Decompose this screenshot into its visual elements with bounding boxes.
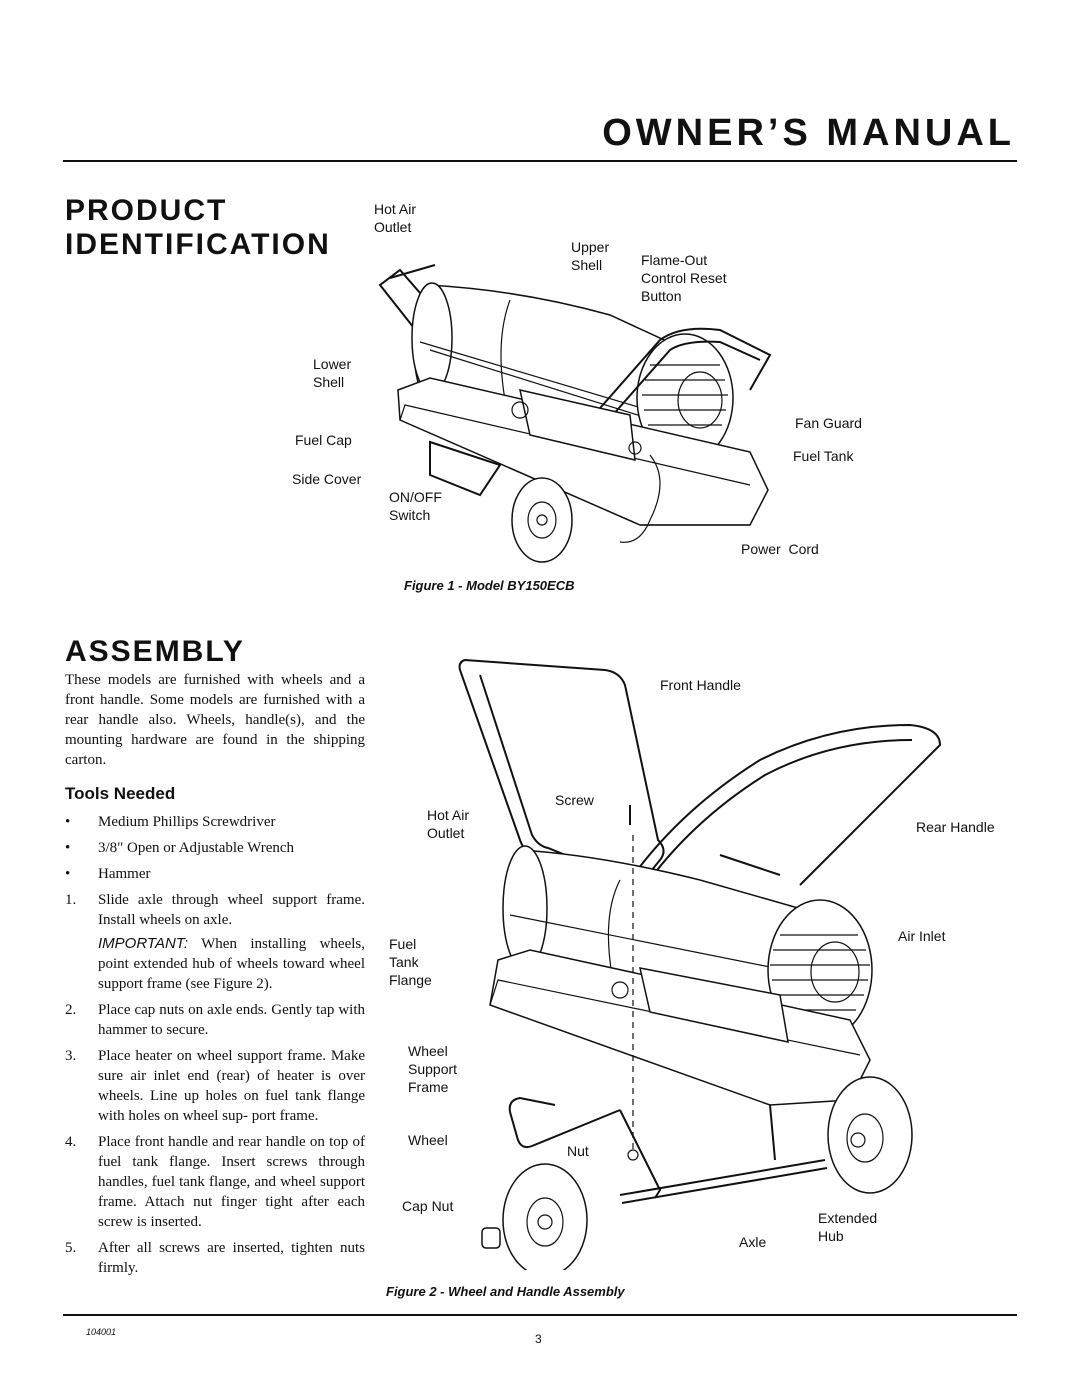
tools-needed-heading: Tools Needed [65, 784, 176, 803]
step-item: 3.Place heater on wheel support frame. M… [65, 1048, 365, 1124]
label-upper-shell: Upper Shell [571, 239, 610, 273]
footer-rule [63, 1314, 1017, 1316]
title-line-1: PRODUCT [65, 194, 228, 227]
step-item: 1. Slide axle through wheel support fram… [65, 892, 365, 992]
label-flame-out-button: Flame-Out Control Reset Button [641, 252, 727, 304]
step-item: 4.Place front handle and rear handle on … [65, 1134, 365, 1230]
assembly-illustration [458, 658, 942, 1270]
label-wheel-support-frame: Wheel Support Frame [408, 1043, 458, 1095]
tools-list: •Medium Phillips Screwdriver •3/8" Open … [65, 812, 365, 884]
figure-2-caption: Figure 2 - Wheel and Handle Assembly [386, 1284, 625, 1299]
label-rear-handle: Rear Handle [916, 819, 995, 835]
tool-item: •3/8" Open or Adjustable Wrench [65, 840, 295, 856]
label-axle: Axle [739, 1234, 767, 1250]
header-rule [63, 160, 1017, 162]
important-note: IMPORTANT: When installing wheels, point… [98, 935, 365, 992]
label-lower-shell: Lower Shell [313, 356, 352, 390]
label-fan-guard: Fan Guard [795, 415, 862, 431]
label-hot-air-outlet-2: Hot Air Outlet [427, 807, 470, 841]
label-on-off-switch: ON/OFF Switch [389, 489, 442, 523]
label-nut: Nut [567, 1143, 589, 1159]
label-fuel-cap: Fuel Cap [295, 432, 352, 448]
label-air-inlet: Air Inlet [898, 928, 946, 944]
tool-item: •Medium Phillips Screwdriver [65, 814, 276, 830]
label-screw: Screw [555, 792, 594, 808]
label-cap-nut: Cap Nut [402, 1198, 454, 1214]
tool-item: •Hammer [65, 866, 151, 882]
document-number: 104001 [86, 1327, 117, 1337]
label-side-cover: Side Cover [292, 471, 362, 487]
label-extended-hub: Extended Hub [818, 1210, 878, 1244]
assembly-title: ASSEMBLY [65, 635, 245, 668]
manual-title: OWNER’S MANUAL [602, 112, 1015, 154]
assembly-text-column: These models are furnished with wheels a… [65, 670, 365, 1284]
assembly-intro: These models are furnished with wheels a… [65, 672, 365, 768]
title-line-2: IDENTIFICATION [65, 228, 331, 261]
product-identification-title: PRODUCT IDENTIFICATION [65, 194, 331, 262]
label-hot-air-outlet: Hot Air Outlet [374, 201, 417, 235]
figure-1-caption: Figure 1 - Model BY150ECB [404, 578, 575, 593]
label-power-cord: Power Cord [741, 541, 819, 557]
label-wheel: Wheel [408, 1132, 448, 1148]
step-item: 5.After all screws are inserted, tighten… [65, 1240, 365, 1276]
heater-illustration [378, 264, 772, 563]
label-fuel-tank-flange: Fuel Tank Flange [389, 936, 432, 988]
page-number: 3 [535, 1332, 542, 1346]
assembly-steps: 1. Slide axle through wheel support fram… [65, 890, 365, 1278]
label-fuel-tank: Fuel Tank [793, 448, 854, 464]
step-item: 2.Place cap nuts on axle ends. Gently ta… [65, 1002, 365, 1038]
label-front-handle: Front Handle [660, 677, 741, 693]
